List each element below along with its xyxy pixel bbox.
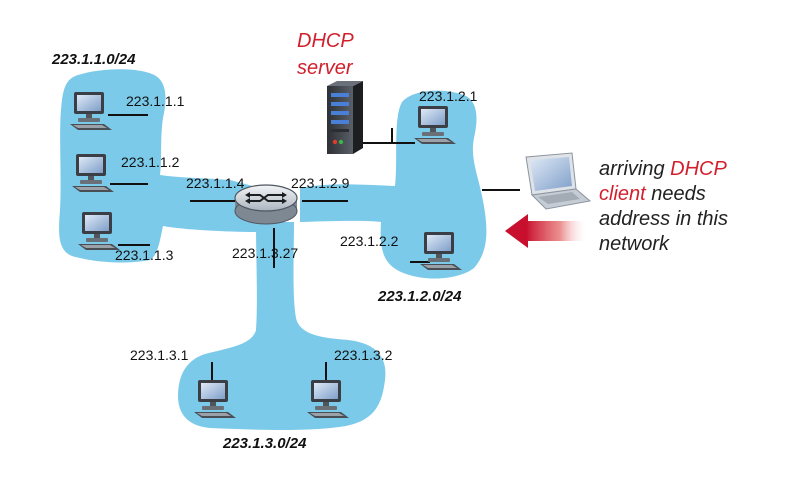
router-interface-label: 223.1.3.27 xyxy=(232,245,298,261)
subnet-label-right: 223.1.2.0/24 xyxy=(377,288,462,305)
dhcp-server-label-line2: server xyxy=(297,57,354,79)
router-icon xyxy=(234,184,298,225)
client-note-line1: arriving DHCP xyxy=(599,158,727,180)
subnet-bottom-region xyxy=(178,222,386,430)
router-interface-label: 223.1.2.9 xyxy=(291,175,350,191)
subnet-label-bottom: 223.1.3.0/24 xyxy=(222,435,307,452)
host-ip-label: 223.1.1.3 xyxy=(115,247,174,263)
subnet-label-left: 223.1.1.0/24 xyxy=(51,51,136,68)
laptop-icon xyxy=(525,152,592,210)
host-ip-label: 223.1.2.2 xyxy=(340,233,399,249)
client-note-dhcp: DHCP xyxy=(670,158,727,180)
subnet-right-region xyxy=(300,90,487,279)
router-interface-label: 223.1.1.4 xyxy=(186,175,245,191)
arrow-left-icon xyxy=(505,214,588,248)
client-note-needs: needs xyxy=(646,183,706,205)
client-note-line4: network xyxy=(599,233,670,255)
client-note-line3: address in this xyxy=(599,208,728,230)
network-links xyxy=(108,114,520,382)
client-note-client: client xyxy=(599,183,647,205)
host-ip-label: 223.1.1.1 xyxy=(126,93,185,109)
host-ip-label: 223.1.2.1 xyxy=(419,88,478,104)
client-note-prefix: arriving xyxy=(599,158,670,180)
host-ip-label: 223.1.1.2 xyxy=(121,154,180,170)
host-ip-label: 223.1.3.1 xyxy=(130,347,189,363)
dhcp-server-label-line1: DHCP xyxy=(297,30,354,52)
host-ip-label: 223.1.3.2 xyxy=(334,347,393,363)
client-note-line2: client needs xyxy=(599,183,706,205)
server-icon xyxy=(327,81,363,154)
